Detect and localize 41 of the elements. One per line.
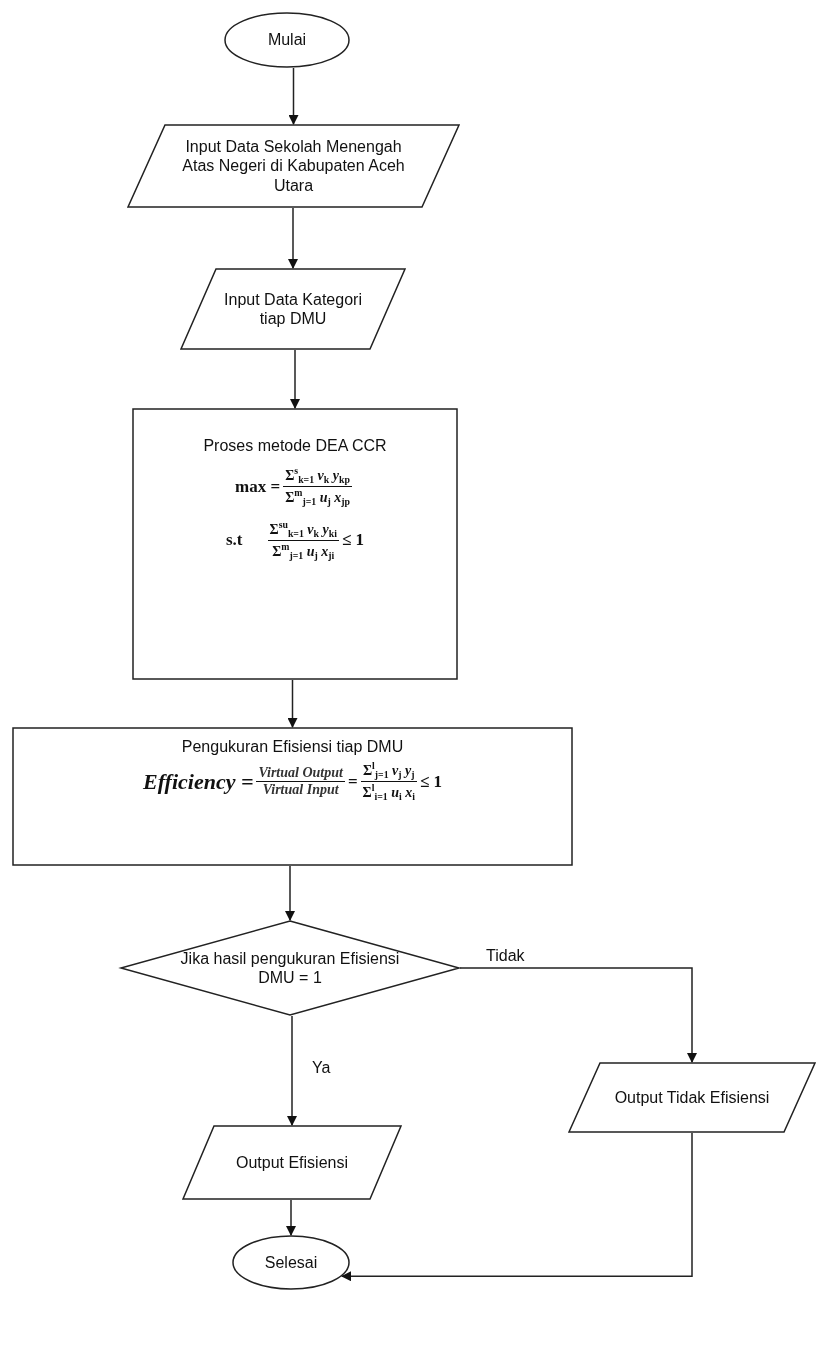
node-text: Input Data Kategori tiap DMU <box>223 289 363 329</box>
arrow <box>285 865 295 921</box>
input-output-parallelogram <box>180 268 406 350</box>
formula-denominator: Σ$^{m}$$_{j=1}$ u$_{j}$ x$_{jp}$ <box>284 487 351 509</box>
node-text: Jika hasil pengukuran Efisiensi DMU = 1 <box>180 948 400 988</box>
decision-diamond <box>120 920 460 1016</box>
arrow <box>286 1199 296 1236</box>
node-text: Selesai <box>264 1252 318 1273</box>
input-output-parallelogram <box>182 1125 402 1200</box>
input-output-parallelogram <box>127 124 460 208</box>
node-text: Output Tidak Efisiensi <box>614 1087 770 1108</box>
terminal-ellipse <box>224 12 350 68</box>
terminal-ellipse <box>232 1235 350 1290</box>
formula-text: Efficiency = <box>142 768 254 796</box>
formula-text: ≤ 1 <box>341 530 364 551</box>
node-text: Mulai <box>267 30 307 50</box>
box-heading: Proses metode DEA CCR <box>203 436 387 456</box>
formula-numerator: Σ$^{su}$$_{k=1}$ v$_{k}$ y$_{ki}$ <box>267 518 339 541</box>
formula-text: max = <box>235 476 281 498</box>
node-text: Input Data Sekolah Menengah Atas Negeri di Kabupaten Aceh Utara <box>181 137 406 195</box>
formula-text: = <box>347 771 358 793</box>
formula-numerator: Σ$^{l}$$_{j=1}$ v$_{j}$ y$_{j}$ <box>360 760 417 783</box>
formula-numerator: Virtual Output <box>256 764 345 783</box>
process-box <box>12 727 573 866</box>
arrow <box>288 207 298 269</box>
formula-denominator: Σ$^{l}$$_{i=1}$ u$_{i}$ x$_{i}$ <box>361 782 416 804</box>
arrow <box>459 967 697 1063</box>
arrow <box>341 1132 693 1282</box>
arrow <box>290 349 300 409</box>
box-heading: Pengukuran Efisiensi tiap DMU <box>181 737 404 757</box>
formula-text: ≤ 1 <box>419 771 443 793</box>
node-text: Output Efisiensi <box>235 1152 349 1173</box>
formula-text: s.t <box>225 530 243 551</box>
input-output-parallelogram <box>568 1062 816 1133</box>
arrow <box>288 67 299 125</box>
formula-numerator: Σ$^{s}$$_{k=1}$ v$_{k}$ y$_{kp}$ <box>283 465 352 488</box>
process-box <box>132 408 458 680</box>
arrow <box>287 679 298 728</box>
arrow <box>287 1015 297 1126</box>
formula-denominator: Σ$^{m}$$_{j=1}$ u$_{j}$ x$_{ji}$ <box>271 540 336 562</box>
formula-denominator: Virtual Input <box>261 782 340 800</box>
